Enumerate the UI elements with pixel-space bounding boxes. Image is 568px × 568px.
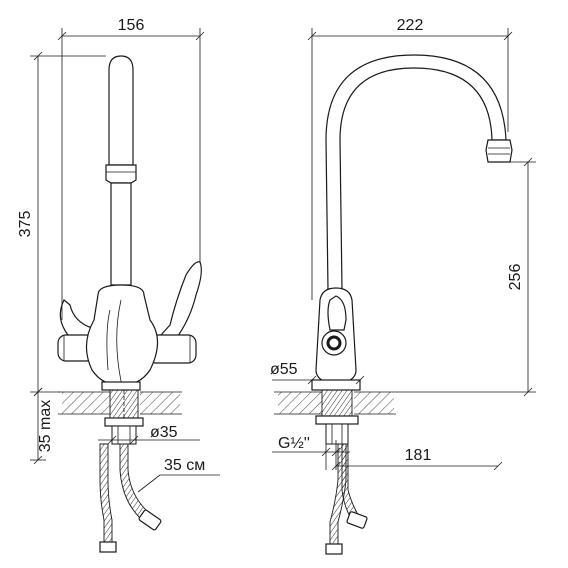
front-body (85, 284, 159, 391)
side-hose-offset-label: 181 (405, 447, 432, 464)
side-view: 222 256 ø55 G½'' (270, 17, 536, 555)
side-base-diameter-label: ø55 (270, 361, 298, 378)
front-width-label: 156 (118, 17, 145, 34)
front-hose-length-label: 35 см (164, 457, 205, 474)
side-thread-label: G½'' (278, 435, 310, 452)
side-hose-offset-dimension: 181 (331, 447, 503, 471)
side-spout-height-label: 256 (507, 264, 524, 291)
front-height-label: 375 (17, 211, 34, 238)
front-mount-diameter-label: ø35 (150, 424, 178, 441)
side-mounting (315, 389, 359, 445)
side-spout-height-dimension: 256 (396, 157, 536, 397)
front-height-dimension: 375 (17, 51, 106, 397)
front-mounting (104, 389, 144, 445)
side-spout (325, 54, 513, 291)
front-left-handle (57, 299, 95, 362)
side-reach-label: 222 (397, 17, 424, 34)
front-mount-depth-dimension: 35 max (30, 387, 54, 465)
front-hose-left (99, 443, 117, 553)
front-hose-length-callout: 35 см (137, 457, 220, 493)
side-reach-dimension: 222 (307, 17, 513, 300)
front-width-dimension: 156 (57, 17, 205, 320)
front-view: 156 375 35 max ø35 (17, 17, 220, 553)
side-thread-dimension: G½'' (272, 435, 350, 470)
side-hose (325, 443, 368, 555)
front-mount-depth-label: 35 max (37, 400, 54, 452)
front-hose-right (119, 443, 162, 531)
front-spout (105, 55, 137, 286)
side-body (311, 287, 361, 391)
side-base-diameter-dimension: ø55 (270, 361, 365, 385)
front-mount-diameter-dimension: ø35 (98, 424, 200, 445)
